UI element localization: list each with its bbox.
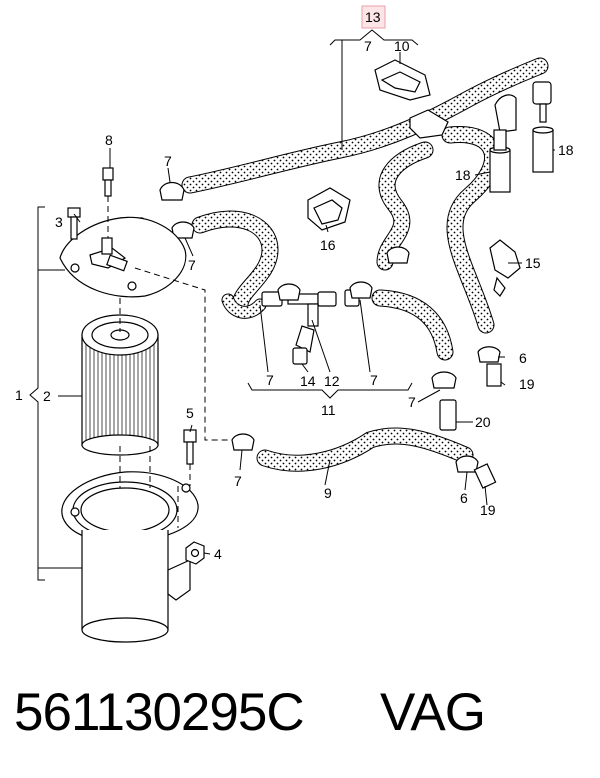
hose-9 <box>256 427 474 472</box>
hose-right-down <box>441 126 502 334</box>
screw-3 <box>67 207 81 240</box>
label-11: 11 <box>321 402 336 418</box>
label-13-highlight <box>361 5 386 29</box>
hose-right-loop <box>376 141 434 271</box>
sensor-14 <box>292 325 315 365</box>
clip-15 <box>489 239 521 297</box>
label-10: 10 <box>394 38 410 54</box>
part-number: 561130295C <box>14 683 305 742</box>
label-6b: 6 <box>460 490 468 506</box>
label-7c: 7 <box>266 372 274 388</box>
brand-name: VAG <box>380 683 486 742</box>
clamp-7-lower <box>431 371 457 431</box>
leader-lines <box>58 52 555 555</box>
t-piece-11 <box>261 289 360 327</box>
filter-housing-1 <box>61 471 199 643</box>
dashed-leader-lines <box>107 196 232 528</box>
label-9: 9 <box>324 485 332 501</box>
label-5: 5 <box>186 405 194 421</box>
label-7d: 7 <box>370 372 378 388</box>
group-bracket-1 <box>29 206 82 581</box>
fuel-filter-parts-diagram: 1 2 3 4 5 6 6 7 7 7 7 7 7 7 8 9 10 11 12… <box>15 5 574 643</box>
label-18b: 18 <box>455 167 471 183</box>
hose-upper <box>181 57 549 194</box>
filter-cover-plate <box>59 216 187 298</box>
label-6a: 6 <box>519 350 527 366</box>
label-12: 12 <box>324 373 340 389</box>
nut-4 <box>185 541 205 565</box>
bolt-8 <box>102 167 114 197</box>
label-15: 15 <box>525 255 541 271</box>
hose-left-loop <box>191 210 279 314</box>
label-1: 1 <box>15 387 23 403</box>
label-7b: 7 <box>188 257 196 273</box>
label-4: 4 <box>214 546 222 562</box>
clamp-6-upper <box>477 346 502 387</box>
bolt-5 <box>183 429 197 465</box>
pipe-18-left <box>489 129 511 193</box>
hose-11-right <box>371 289 454 361</box>
filter-element-2 <box>81 314 159 456</box>
hose-clamp-10 <box>374 59 449 139</box>
label-3: 3 <box>55 214 63 230</box>
label-7f: 7 <box>408 394 416 410</box>
label-7g: 7 <box>364 38 372 54</box>
part-labels: 1 2 3 4 5 6 6 7 7 7 7 7 7 7 8 9 10 11 12… <box>15 9 574 562</box>
label-16: 16 <box>320 237 336 253</box>
label-8: 8 <box>105 132 113 148</box>
label-2: 2 <box>43 388 51 404</box>
label-20: 20 <box>475 414 491 430</box>
hose-short-left <box>221 293 267 319</box>
label-7e: 7 <box>234 473 242 489</box>
group-bracket-11 <box>247 382 413 399</box>
label-14: 14 <box>300 373 316 389</box>
label-19a: 19 <box>519 376 535 392</box>
label-7a: 7 <box>164 153 172 169</box>
clamp-6-lower <box>455 455 497 489</box>
label-13: 13 <box>365 9 381 25</box>
group-bracket-13 <box>329 29 419 150</box>
pipe-18-right <box>532 126 554 173</box>
label-19b: 19 <box>480 502 496 518</box>
connector-right-top <box>494 81 552 133</box>
label-18a: 18 <box>558 142 574 158</box>
connector-16 <box>307 187 351 231</box>
